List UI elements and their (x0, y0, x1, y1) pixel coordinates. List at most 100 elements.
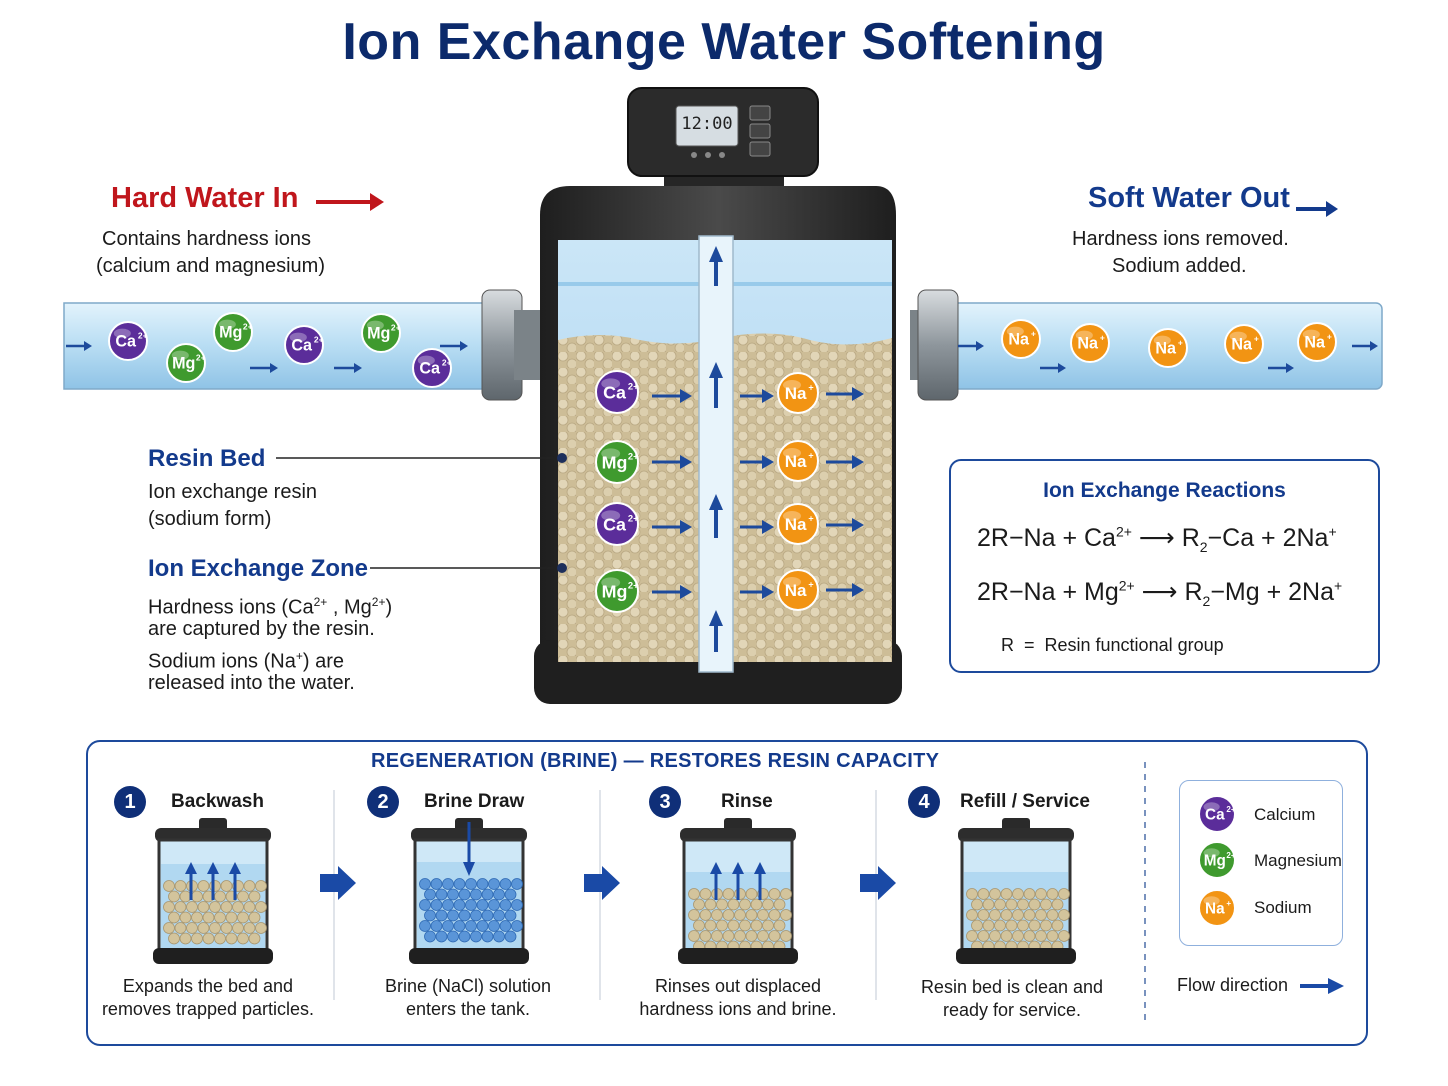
svg-text:Ca: Ca (603, 382, 627, 402)
svg-text:+: + (808, 514, 813, 524)
inlet-desc-1: Contains hardness ions (102, 228, 312, 250)
svg-text:Ca: Ca (1205, 806, 1225, 823)
riser-flow-arrows-icon (709, 246, 723, 652)
svg-text:+: + (808, 383, 813, 393)
svg-text:Ca: Ca (291, 337, 313, 355)
legend-sodium-icon: Na+ (1198, 889, 1236, 927)
step-2-title: Brine Draw (424, 791, 525, 812)
flow-direction-arrow-icon (1300, 978, 1344, 994)
hard-water-in-heading: Hard Water In (111, 182, 299, 214)
svg-text:+: + (1031, 329, 1036, 339)
svg-text:2+: 2+ (138, 331, 148, 341)
svg-text:2+: 2+ (628, 513, 639, 524)
svg-text:Na: Na (1155, 340, 1177, 358)
reactions-panel: Ion Exchange Reactions 2R−Na + Ca2+ ⟶ R2… (949, 459, 1380, 673)
svg-text:Ca: Ca (419, 360, 441, 378)
step-3-number: 3 (649, 786, 681, 818)
svg-text:2+: 2+ (1226, 851, 1236, 860)
svg-text:+: + (1178, 338, 1183, 348)
exchange-zone-desc-2: are captured by the resin. (148, 618, 375, 640)
svg-text:Mg: Mg (602, 581, 628, 601)
step-4-number: 4 (908, 786, 940, 818)
svg-text:Ca: Ca (603, 514, 627, 534)
exchange-zone-heading: Ion Exchange Zone (148, 555, 369, 582)
step-arrows-icon (320, 866, 896, 900)
step-3-title: Rinse (721, 791, 773, 812)
outlet-flange (910, 289, 959, 401)
resin-bed-heading: Resin Bed (148, 445, 266, 472)
step-1-title: Backwash (171, 791, 264, 812)
svg-text:Na: Na (1304, 334, 1326, 352)
exchange-zone-desc-4: released into the water. (148, 672, 355, 694)
regeneration-heading: REGENERATION (BRINE) — RESTORES RESIN CA… (371, 750, 940, 772)
exchange-zone-desc-3: Sodium ions (Na+) are (148, 649, 344, 673)
svg-text:2+: 2+ (314, 335, 324, 345)
reactions-heading: Ion Exchange Reactions (1043, 479, 1286, 502)
resin-bed-callout-line (276, 453, 567, 463)
mini-tank-step-4 (956, 818, 1076, 964)
svg-text:+: + (1254, 334, 1259, 344)
outlet-arrow-icon (1296, 201, 1338, 217)
svg-text:Ca: Ca (115, 333, 137, 351)
svg-text:Na: Na (1008, 331, 1030, 349)
svg-text:+: + (1226, 899, 1231, 908)
tank-na-ion-icon-2: Na+ (777, 503, 819, 545)
svg-text:Na: Na (1205, 900, 1225, 917)
svg-text:2+: 2+ (243, 322, 253, 332)
step-4-title: Refill / Service (960, 791, 1090, 812)
svg-text:+: + (808, 580, 813, 590)
svg-text:Mg: Mg (602, 452, 628, 472)
svg-text:Mg: Mg (219, 324, 242, 342)
svg-text:2+: 2+ (628, 451, 639, 462)
reaction-calcium: 2R−Na + Ca2+ ⟶ R2−Ca + 2Na+ (977, 523, 1337, 555)
svg-text:Na: Na (785, 581, 807, 600)
svg-text:2+: 2+ (628, 580, 639, 591)
reaction-note: R = Resin functional group (1001, 635, 1224, 655)
legend-sodium: Sodium (1254, 898, 1312, 917)
legend-magnesium: Magnesium (1254, 851, 1342, 870)
outlet-na-ion-icon-4: Na+ (1297, 322, 1337, 362)
svg-text:2+: 2+ (628, 381, 639, 392)
riser-tube (698, 235, 734, 673)
inlet-flange (481, 289, 540, 401)
outlet-na-ion-icon-3: Na+ (1224, 324, 1264, 364)
svg-text:2+: 2+ (391, 323, 401, 333)
mini-tank-step-3 (678, 818, 798, 964)
controller-display: 12:00 (681, 114, 733, 134)
reaction-magnesium: 2R−Na + Mg2+ ⟶ R2−Mg + 2Na+ (977, 577, 1343, 609)
svg-text:+: + (1100, 333, 1105, 343)
legend-flow-direction: Flow direction (1177, 975, 1289, 995)
svg-text:2+: 2+ (1226, 805, 1236, 814)
page-title: Ion Exchange Water Softening (342, 13, 1106, 71)
resin-bed-desc-1: Ion exchange resin (148, 481, 318, 503)
step-2-number: 2 (367, 786, 399, 818)
pipe-flow-arrows-icon (66, 341, 1378, 373)
svg-text:Na: Na (785, 515, 807, 534)
soft-water-out-heading: Soft Water Out (1088, 182, 1290, 214)
inlet-arrow-icon (316, 193, 384, 211)
tank-na-ion-icon-3: Na+ (777, 569, 819, 611)
exchange-zone-desc-1: Hardness ions (Ca2+ , Mg2+) (148, 595, 393, 619)
inlet-desc-2: (calcium and magnesium) (96, 255, 325, 277)
svg-text:Na: Na (785, 452, 807, 471)
svg-text:2+: 2+ (196, 353, 206, 363)
resin-bed-desc-2: (sodium form) (148, 508, 272, 530)
svg-text:Mg: Mg (172, 355, 195, 373)
svg-text:2+: 2+ (442, 358, 452, 368)
